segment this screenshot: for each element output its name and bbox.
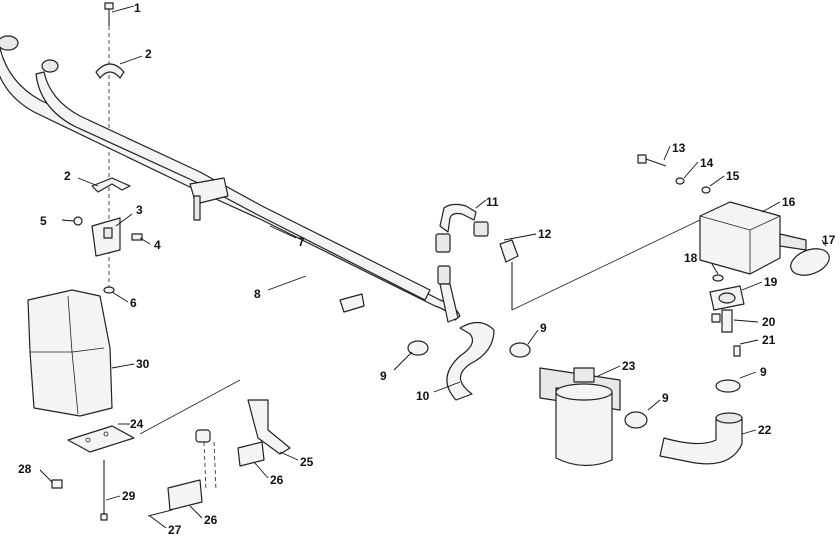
callout-20: 20 bbox=[762, 315, 776, 329]
callout-30: 30 bbox=[136, 357, 150, 371]
callout-2-upper: 2 bbox=[145, 47, 152, 61]
line-11 bbox=[435, 203, 489, 323]
washer-15 bbox=[701, 186, 711, 194]
callout-labels: 1 2 2 3 4 5 6 7 8 9 9 9 9 10 11 12 13 14… bbox=[18, 1, 836, 537]
bracket-3 bbox=[91, 217, 121, 257]
clamp-2-upper bbox=[95, 63, 125, 79]
flange-19 bbox=[709, 285, 745, 333]
callout-27: 27 bbox=[168, 523, 182, 537]
callout-2-lower: 2 bbox=[64, 169, 71, 183]
callout-11: 11 bbox=[486, 195, 499, 209]
screw-29 bbox=[100, 460, 108, 521]
nut-5 bbox=[73, 216, 83, 226]
callout-15: 15 bbox=[726, 169, 740, 183]
callout-9-d: 9 bbox=[760, 365, 767, 379]
leader-lines bbox=[39, 5, 827, 529]
fitting-12 bbox=[499, 219, 701, 311]
bracket-25 bbox=[247, 399, 291, 455]
callout-14: 14 bbox=[700, 156, 714, 170]
callout-8: 8 bbox=[254, 287, 261, 301]
gasket-17 bbox=[790, 248, 830, 276]
bolt-21 bbox=[733, 345, 741, 357]
callout-3: 3 bbox=[136, 203, 143, 217]
callout-22: 22 bbox=[758, 423, 772, 437]
connector-line-24 bbox=[139, 379, 241, 435]
callout-13: 13 bbox=[672, 141, 686, 155]
callout-24: 24 bbox=[130, 417, 144, 431]
callout-25: 25 bbox=[300, 455, 314, 469]
pipe-8 bbox=[35, 59, 431, 313]
small-hose bbox=[195, 429, 217, 491]
callout-6: 6 bbox=[130, 296, 137, 310]
washer-6 bbox=[103, 286, 115, 294]
bracket-26-lower bbox=[167, 479, 203, 511]
callout-5: 5 bbox=[40, 214, 47, 228]
callout-21: 21 bbox=[762, 333, 776, 347]
callout-26-upper: 26 bbox=[270, 473, 284, 487]
callout-19: 19 bbox=[764, 275, 778, 289]
callout-9-c: 9 bbox=[662, 391, 669, 405]
bolt-4 bbox=[131, 233, 143, 241]
callout-26-lower: 26 bbox=[204, 513, 218, 527]
bolt-20 bbox=[711, 313, 721, 323]
hose-clamp-9-d bbox=[715, 379, 741, 393]
bracket-26-upper bbox=[237, 441, 265, 467]
callout-16: 16 bbox=[782, 195, 796, 209]
callout-10: 10 bbox=[416, 389, 430, 403]
cover-30 bbox=[27, 289, 113, 417]
hose-clamp-9-a bbox=[407, 340, 429, 356]
callout-4: 4 bbox=[154, 238, 161, 252]
hose-10 bbox=[446, 321, 495, 401]
callout-23: 23 bbox=[622, 359, 636, 373]
screw-27 bbox=[147, 509, 173, 517]
pump-16 bbox=[699, 201, 807, 275]
washer-14 bbox=[675, 177, 685, 185]
bolt-28 bbox=[51, 479, 63, 489]
callout-9-a: 9 bbox=[380, 369, 387, 383]
callout-9-b: 9 bbox=[540, 321, 547, 335]
bolt-13 bbox=[637, 154, 667, 167]
hose-22 bbox=[659, 412, 743, 465]
callout-18: 18 bbox=[684, 251, 698, 265]
filter-23 bbox=[539, 367, 621, 467]
pipe-bracket bbox=[189, 177, 229, 221]
callout-29: 29 bbox=[122, 489, 136, 503]
callout-12: 12 bbox=[538, 227, 552, 241]
clamp-2-lower bbox=[91, 177, 131, 193]
hose-clamp-9-c bbox=[624, 411, 648, 429]
callout-7: 7 bbox=[298, 235, 305, 249]
callout-1: 1 bbox=[134, 1, 141, 15]
callout-17: 17 bbox=[822, 233, 836, 247]
hose-clamp-9-b bbox=[509, 342, 531, 358]
o-ring-18 bbox=[712, 274, 724, 282]
plate-24 bbox=[67, 425, 135, 453]
callout-28: 28 bbox=[18, 462, 32, 476]
